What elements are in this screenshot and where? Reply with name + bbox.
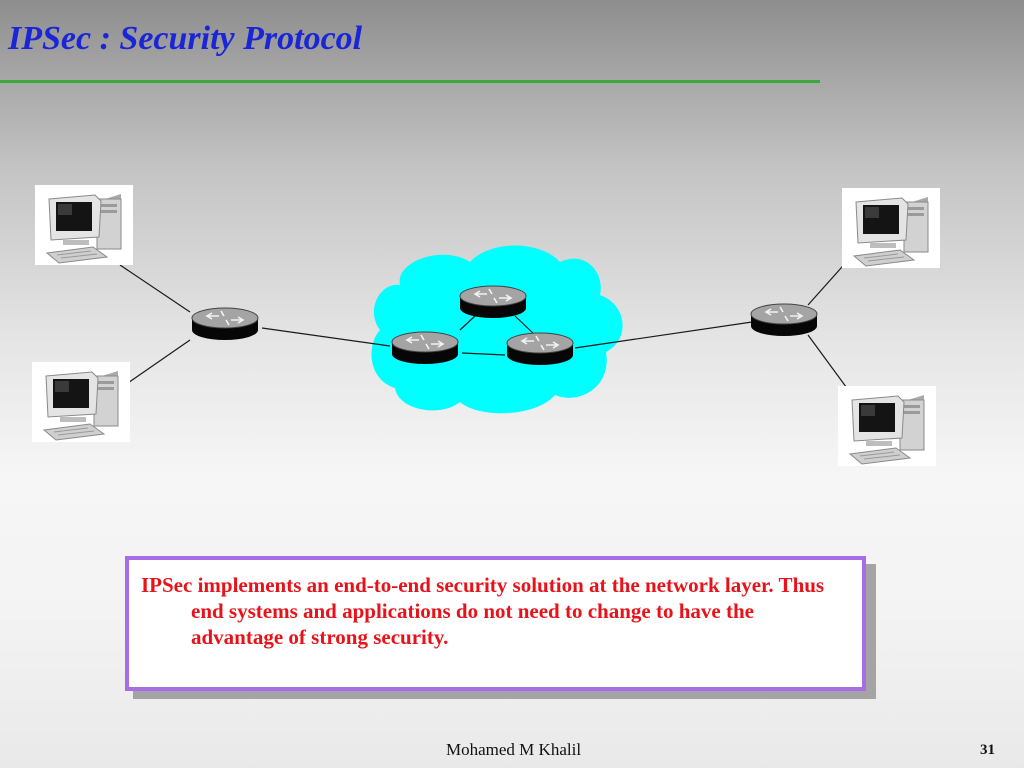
footer-author: Mohamed M Khalil [446, 740, 582, 759]
router-icon [191, 307, 259, 341]
network-cloud-icon [371, 245, 623, 414]
router-icon [459, 285, 527, 319]
network-diagram [31, 184, 941, 467]
slide-title: IPSec : Security Protocol [8, 20, 363, 57]
computer-icon [34, 184, 134, 266]
title-divider [0, 80, 820, 83]
router-icon [391, 331, 459, 365]
callout-text: IPSec implements an end-to-end security … [141, 573, 825, 649]
callout-box: IPSec implements an end-to-end security … [125, 556, 866, 691]
computer-icon [841, 187, 941, 269]
page-number: 31 [980, 742, 995, 758]
computer-icon [31, 361, 131, 443]
computer-icon [837, 385, 937, 467]
router-icon [750, 303, 818, 337]
router-icon [506, 332, 574, 366]
